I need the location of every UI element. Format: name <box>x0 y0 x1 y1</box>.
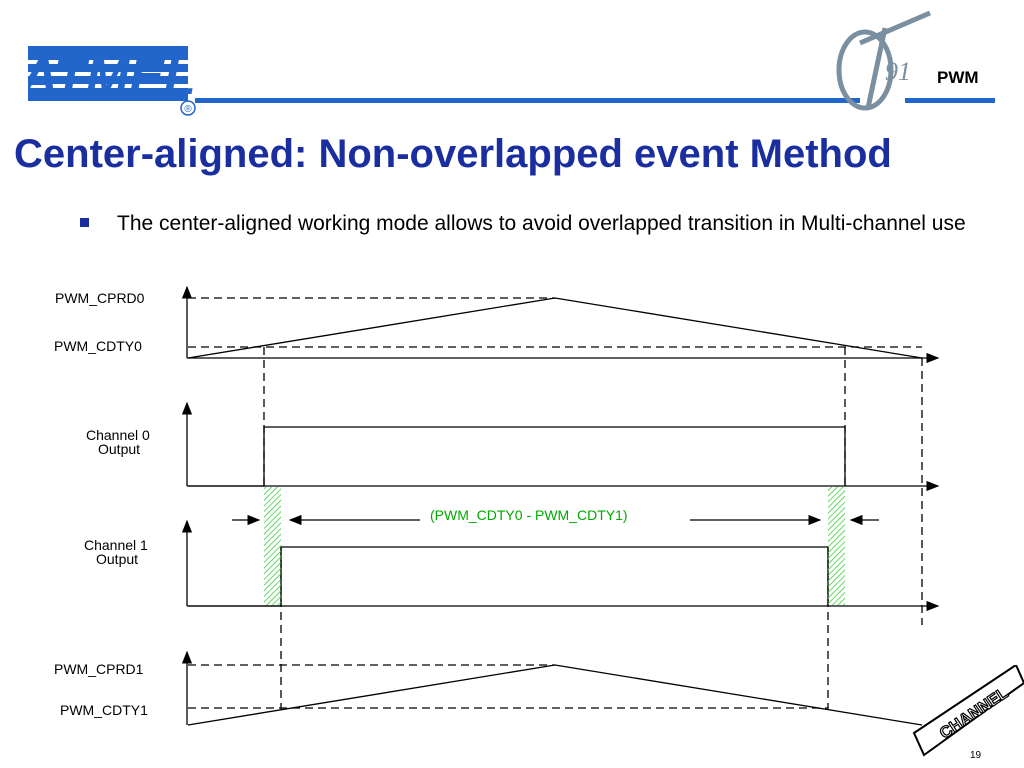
difference-label: (PWM_CDTY0 - PWM_CDTY1) <box>430 507 628 523</box>
svg-text:®: ® <box>184 104 192 115</box>
slide-title: Center-aligned: Non-overlapped event Met… <box>14 132 892 176</box>
label-cprd0: PWM_CPRD0 <box>55 290 145 306</box>
label-channel1: Channel 1 <box>84 537 148 553</box>
bullet-text: The center-aligned working mode allows t… <box>117 212 966 235</box>
bullet-marker <box>80 218 89 227</box>
timing-guides <box>263 347 923 710</box>
channel-stamp: CHANNEL <box>912 665 1024 757</box>
hatch-right <box>828 487 845 605</box>
header-divider <box>195 98 860 103</box>
hatch-left <box>264 487 281 605</box>
label-cdty0: PWM_CDTY0 <box>54 338 142 354</box>
page-number: 19 <box>970 750 982 761</box>
counter1-plot <box>181 650 923 726</box>
svg-text:91: 91 <box>885 57 911 86</box>
label-channel1-output: Output <box>96 551 139 567</box>
section-label: PWM <box>937 68 979 87</box>
svg-text:ATMEL: ATMEL <box>28 48 196 106</box>
label-cdty1: PWM_CDTY1 <box>60 702 148 718</box>
counter0-plot <box>181 285 940 364</box>
channel1-plot <box>181 519 940 612</box>
channel0-plot <box>181 401 940 492</box>
atmel-logo: ATMEL ® <box>28 46 196 116</box>
at91-logo: 91 <box>836 10 931 111</box>
header-divider-right <box>905 98 995 103</box>
label-channel0-output: Output <box>98 441 141 457</box>
label-cprd1: PWM_CPRD1 <box>54 661 144 677</box>
label-channel0: Channel 0 <box>86 427 150 443</box>
